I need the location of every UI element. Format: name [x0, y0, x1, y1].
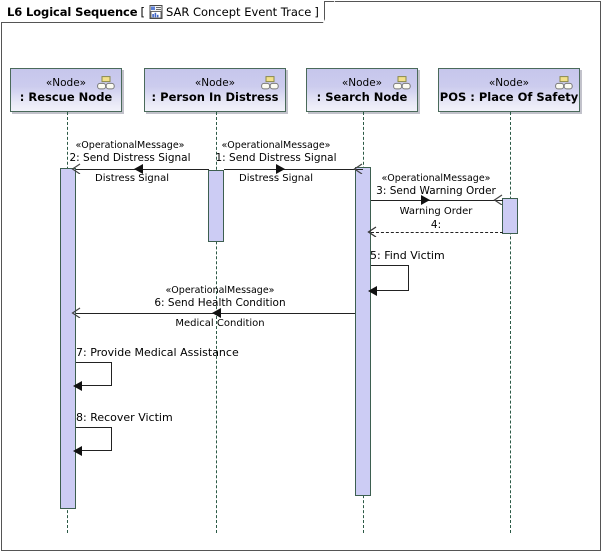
message-3-line[interactable] [371, 200, 503, 201]
message-4-arrowhead [367, 226, 377, 237]
lifeline-name: : Person In Distress [151, 89, 279, 104]
activation-bar-place-of-safety[interactable] [502, 198, 518, 234]
message-3-arrowhead [421, 195, 430, 205]
message-7-self-loop[interactable] [76, 362, 112, 386]
lifeline-stereotype: «Node» [488, 76, 530, 89]
activation-bar-rescue-node[interactable] [60, 168, 76, 509]
lifeline-head-place-of-safety[interactable]: «Node» POS : Place Of Safety [438, 68, 580, 112]
message-3-endpoint-arrow [493, 194, 503, 205]
message-1-endpoint-arrow [353, 163, 363, 174]
message-2-stereotype: «OperationalMessage» [75, 140, 185, 151]
message-6-endpoint-arrow [71, 307, 81, 318]
message-5-label: 5: Find Victim [370, 249, 445, 262]
message-8-arrowhead [73, 446, 82, 456]
node-icon [393, 76, 411, 90]
message-5-self-loop[interactable] [371, 265, 409, 291]
bracket-open: [ [140, 4, 145, 19]
node-icon [555, 76, 573, 90]
diagram-subtitle: SAR Concept Event Trace [165, 4, 312, 19]
lifeline-person-in-distress [216, 112, 217, 533]
message-2-signal-label: Distress Signal [95, 173, 169, 184]
node-icon [97, 76, 115, 90]
lifeline-head-rescue-node[interactable]: «Node» : Rescue Node [10, 68, 122, 112]
message-2-label: 2: Send Distress Signal [69, 152, 191, 164]
message-8-self-loop[interactable] [76, 427, 112, 451]
message-6-arrowhead [212, 308, 221, 318]
message-3-stereotype: «OperationalMessage» [381, 173, 491, 184]
message-5-arrowhead [368, 286, 377, 296]
bracket-close: ] [314, 4, 319, 19]
diagram-title: L6 Logical Sequence [7, 4, 138, 19]
lifeline-stereotype: «Node» [45, 76, 87, 89]
diagram-document-icon [149, 4, 163, 19]
lifeline-name: : Search Node [316, 89, 408, 104]
message-1-label: 1: Send Distress Signal [215, 152, 337, 164]
message-2-endpoint-arrow [71, 163, 81, 174]
message-1-stereotype: «OperationalMessage» [221, 140, 331, 151]
message-2-arrowhead [134, 164, 143, 174]
lifeline-head-search-node[interactable]: «Node» : Search Node [306, 68, 418, 112]
lifeline-name: POS : Place Of Safety [439, 89, 579, 104]
message-7-arrowhead [73, 381, 82, 391]
lifeline-head-person-in-distress[interactable]: «Node» : Person In Distress [144, 68, 286, 112]
node-icon [261, 76, 279, 90]
lifeline-place-of-safety [510, 112, 511, 533]
message-7-label: 7: Provide Medical Assistance [76, 346, 239, 359]
activation-bar-search-node[interactable] [355, 167, 371, 496]
message-6-stereotype: «OperationalMessage» [165, 285, 275, 296]
message-4-line[interactable] [371, 232, 503, 233]
message-1-line[interactable] [224, 169, 363, 170]
message-4-label: 4: [430, 219, 442, 231]
lifeline-stereotype: «Node» [194, 76, 236, 89]
message-6-signal-label: Medical Condition [175, 318, 265, 329]
activation-bar-person-in-distress[interactable] [208, 170, 224, 242]
message-6-label: 6: Send Health Condition [154, 297, 286, 309]
message-1-arrowhead [276, 164, 285, 174]
lifeline-stereotype: «Node» [341, 76, 383, 89]
diagram-frame-header: L6 Logical Sequence [ SAR Concept Event … [1, 0, 335, 23]
message-3-label: 3: Send Warning Order [376, 185, 496, 197]
lifeline-name: : Rescue Node [19, 89, 113, 104]
message-1-signal-label: Distress Signal [239, 173, 313, 184]
message-8-label: 8: Recover Victim [76, 411, 173, 424]
message-3-signal-label: Warning Order [399, 206, 473, 217]
